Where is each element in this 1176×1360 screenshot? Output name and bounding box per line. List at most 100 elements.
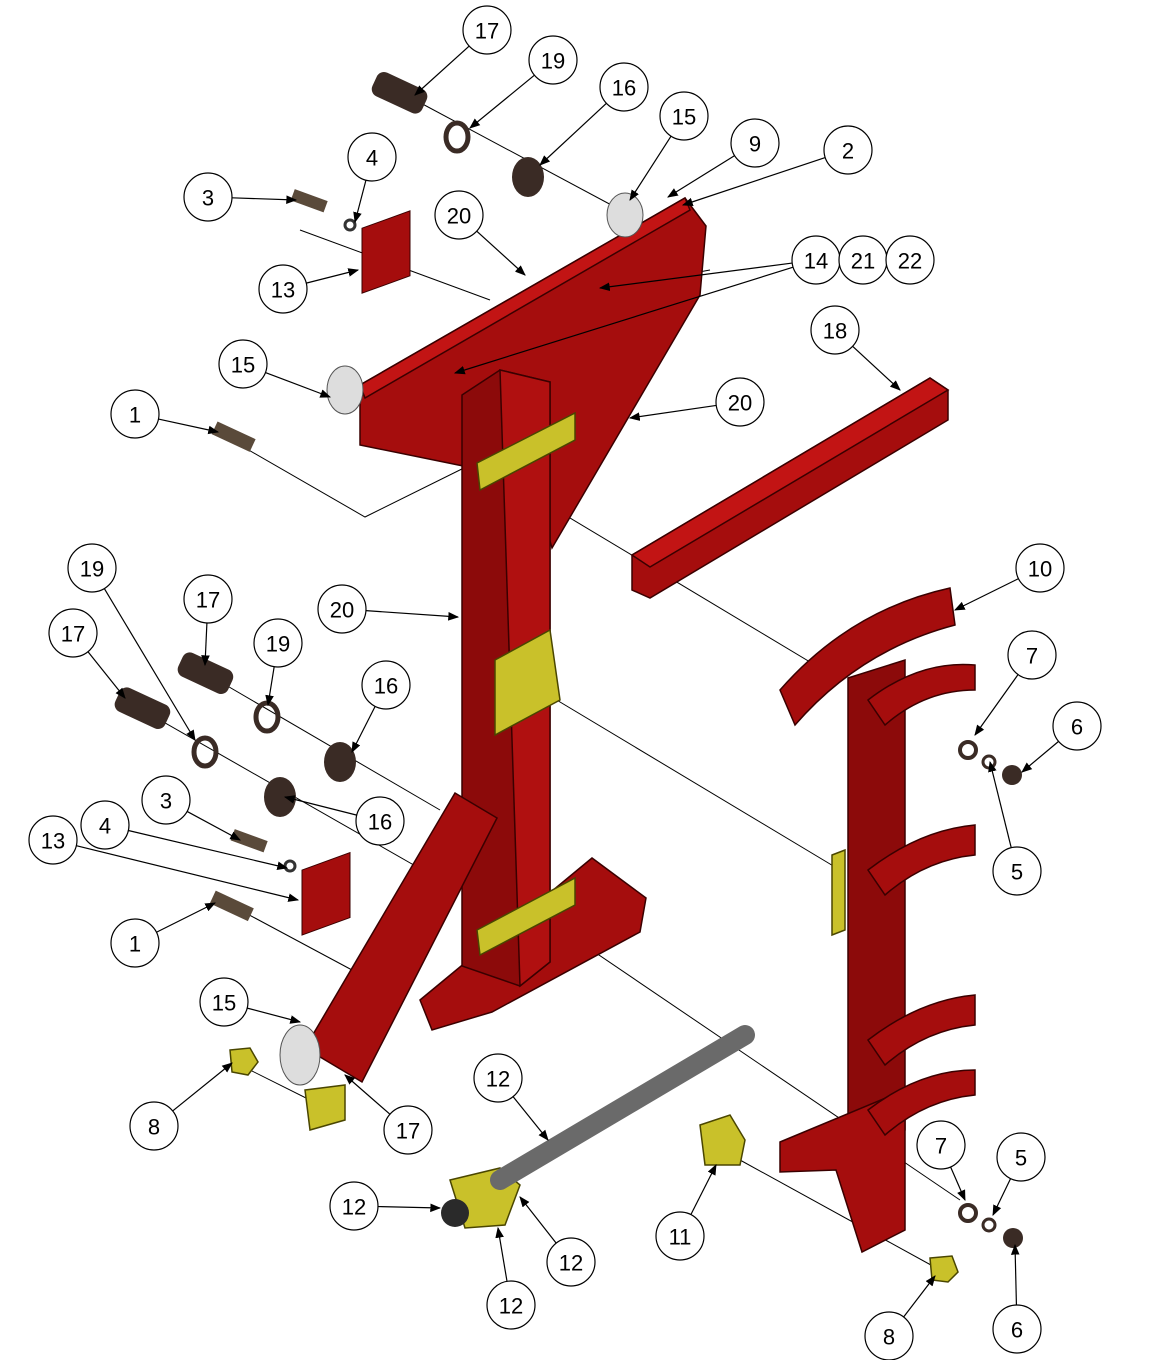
balloon-number: 20 [447, 204, 471, 229]
leader-line [1021, 740, 1059, 773]
balloon-number: 19 [541, 49, 565, 74]
balloon-circle [199, 977, 249, 1027]
item-balloon-15: 15 [218, 339, 268, 389]
item-balloon-6: 6 [992, 1304, 1042, 1354]
item-balloon-18: 18 [810, 305, 860, 355]
balloon-number: 12 [342, 1195, 366, 1220]
bolt-1-lower [209, 890, 254, 922]
item-balloon-17: 17 [48, 608, 98, 658]
item-balloon-15: 15 [659, 91, 709, 141]
leader-line [247, 1007, 302, 1024]
balloon-circle [80, 800, 130, 850]
balloon-circle [715, 377, 765, 427]
balloon-number: 17 [475, 19, 499, 44]
block-13-top [361, 210, 411, 294]
item-balloon-4: 4 [347, 132, 397, 182]
item-balloon-10: 10 [1015, 543, 1065, 593]
balloon-circle [996, 1132, 1046, 1182]
balloon-number: 15 [672, 105, 696, 130]
item-balloon-12: 12 [546, 1237, 596, 1287]
leader-line [539, 102, 607, 166]
leader-line [950, 1166, 966, 1201]
balloon-circle [28, 815, 78, 865]
leader-line [453, 266, 794, 375]
bolt-17-left [114, 687, 171, 729]
balloon-circle [129, 1101, 179, 1151]
side-plate [831, 848, 846, 937]
nut-6-upper [1002, 765, 1022, 785]
wheel-15-left [326, 365, 364, 415]
leader-line [103, 588, 196, 741]
leader-line [344, 1074, 391, 1115]
balloon-number: 20 [728, 391, 752, 416]
balloon-number: 2 [842, 139, 854, 164]
leader-line [598, 262, 793, 292]
balloon-number: 16 [368, 810, 392, 835]
bushing-16-top [512, 157, 544, 197]
item-balloon-13: 13 [28, 815, 78, 865]
leader-line [231, 195, 298, 204]
balloon-circle [992, 1304, 1042, 1354]
item-balloon-8: 8 [864, 1311, 914, 1360]
item-balloon-8: 8 [129, 1101, 179, 1151]
balloon-circle [528, 35, 578, 85]
rod-12 [490, 1025, 755, 1190]
balloon-circle [462, 5, 512, 55]
leader-line [992, 1178, 1012, 1216]
item-balloon-9: 9 [730, 118, 780, 168]
balloon-circle [864, 1311, 914, 1360]
leader-line [128, 829, 289, 870]
nut-12 [441, 1199, 469, 1227]
bolt-3-top [290, 189, 328, 213]
balloon-circle [317, 584, 367, 634]
wheel-15-top [606, 192, 644, 238]
balloon-circle [730, 118, 780, 168]
nut-8-left [229, 1047, 259, 1076]
washer-19-mid [253, 700, 281, 734]
leader-line [690, 1164, 717, 1215]
item-balloon-13: 13 [258, 264, 308, 314]
balloon-number: 21 [851, 249, 875, 274]
balloon-circle [183, 172, 233, 222]
leader-line [681, 157, 826, 207]
bracket-vertical-channel [847, 658, 906, 1152]
leader-line [974, 674, 1019, 736]
item-balloon-7: 7 [1007, 630, 1057, 680]
balloon-circle [141, 775, 191, 825]
item-balloon-3: 3 [141, 775, 191, 825]
balloon-number: 14 [804, 249, 828, 274]
balloon-number: 12 [499, 1294, 523, 1319]
item-balloon-19: 19 [67, 543, 117, 593]
balloon-circle [546, 1237, 596, 1287]
item-balloon-17: 17 [383, 1105, 433, 1155]
item-balloon-19: 19 [528, 35, 578, 85]
balloon-number: 7 [1026, 644, 1038, 669]
balloon-number: 8 [883, 1325, 895, 1350]
washer-4-lower [283, 859, 297, 873]
leader-line [512, 1096, 549, 1141]
item-balloon-1: 1 [110, 918, 160, 968]
item-balloon-20: 20 [715, 377, 765, 427]
balloon-circle [992, 846, 1042, 896]
leader-line [495, 1226, 508, 1282]
balloon-circle [655, 1211, 705, 1261]
item-balloon-6: 6 [1052, 701, 1102, 751]
item-balloon-17: 17 [183, 574, 233, 624]
leader-line [903, 1275, 936, 1318]
nut-6-lower [1003, 1228, 1023, 1248]
balloon-circle [218, 339, 268, 389]
balloon-circle [253, 618, 303, 668]
balloon-number: 3 [202, 186, 214, 211]
balloon-circle [48, 608, 98, 658]
block-13-lower [301, 851, 351, 936]
balloon-number: 8 [148, 1115, 160, 1140]
leader-line [353, 180, 367, 224]
leader-line [469, 74, 535, 129]
leader-lines [76, 45, 1059, 1318]
balloon-number: 16 [612, 76, 636, 101]
slotted-arc-bracket [779, 587, 956, 727]
item-balloon-17: 17 [462, 5, 512, 55]
item-balloon-11: 11 [655, 1211, 705, 1261]
balloon-number: 6 [1071, 715, 1083, 740]
